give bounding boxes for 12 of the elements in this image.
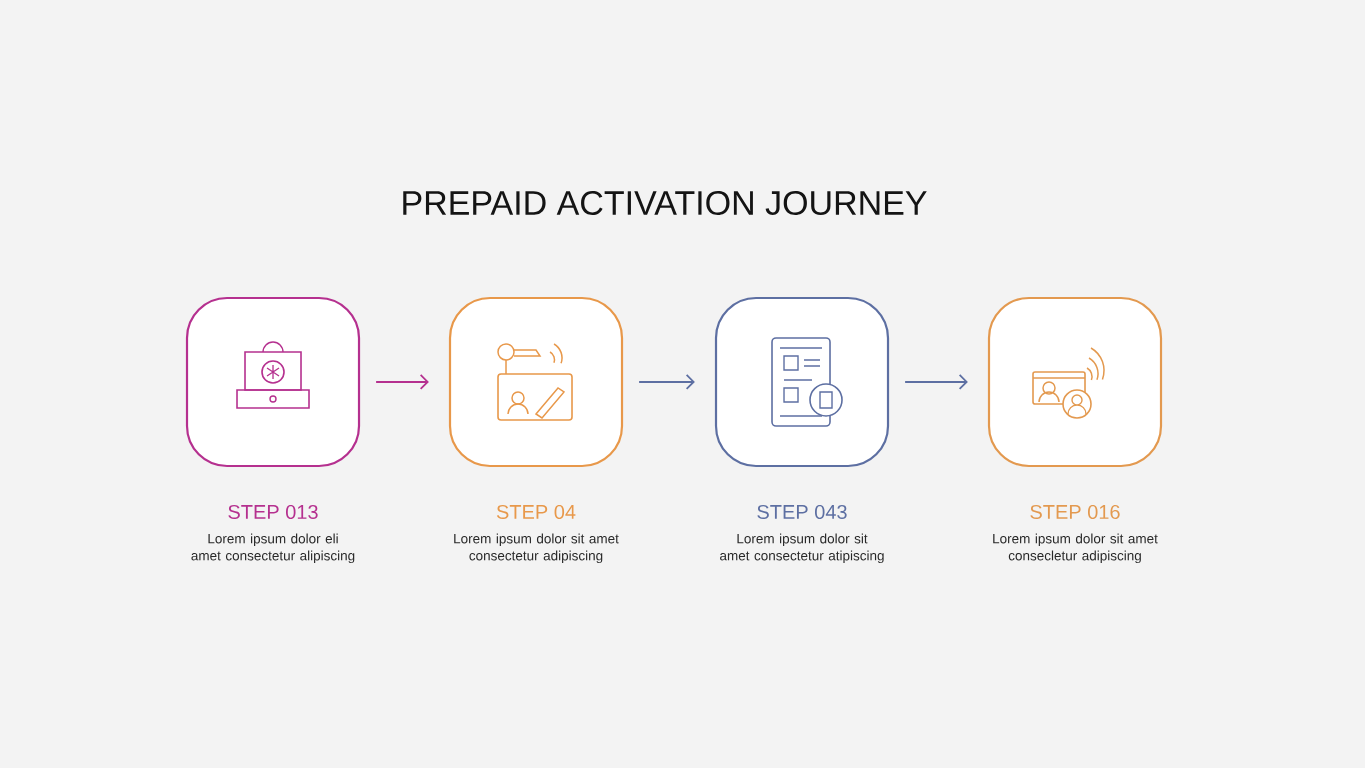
arrow	[375, 374, 429, 390]
step-heading: STEP 04	[496, 504, 576, 520]
arrow	[638, 374, 695, 390]
step-description: Lorem ipsum dolor sit amet consectetur atipiscing	[720, 533, 884, 564]
step-heading: STEP 016	[1030, 504, 1120, 520]
step-description: Lorem ipsum dolor eli amet consectetur alipiscing	[191, 533, 355, 564]
title: PREPAID ACTIVATION JOURNEY	[403, 190, 927, 215]
step-heading: STEP 043	[757, 504, 847, 520]
arrow	[904, 374, 968, 390]
step-heading: STEP 013	[228, 504, 318, 520]
step-description: Lorem ipsum dolor sit amet consectetur adipiscing	[454, 533, 619, 564]
step-description: Lorem ipsum dolor sit amet consecletur adipiscing	[993, 533, 1158, 564]
